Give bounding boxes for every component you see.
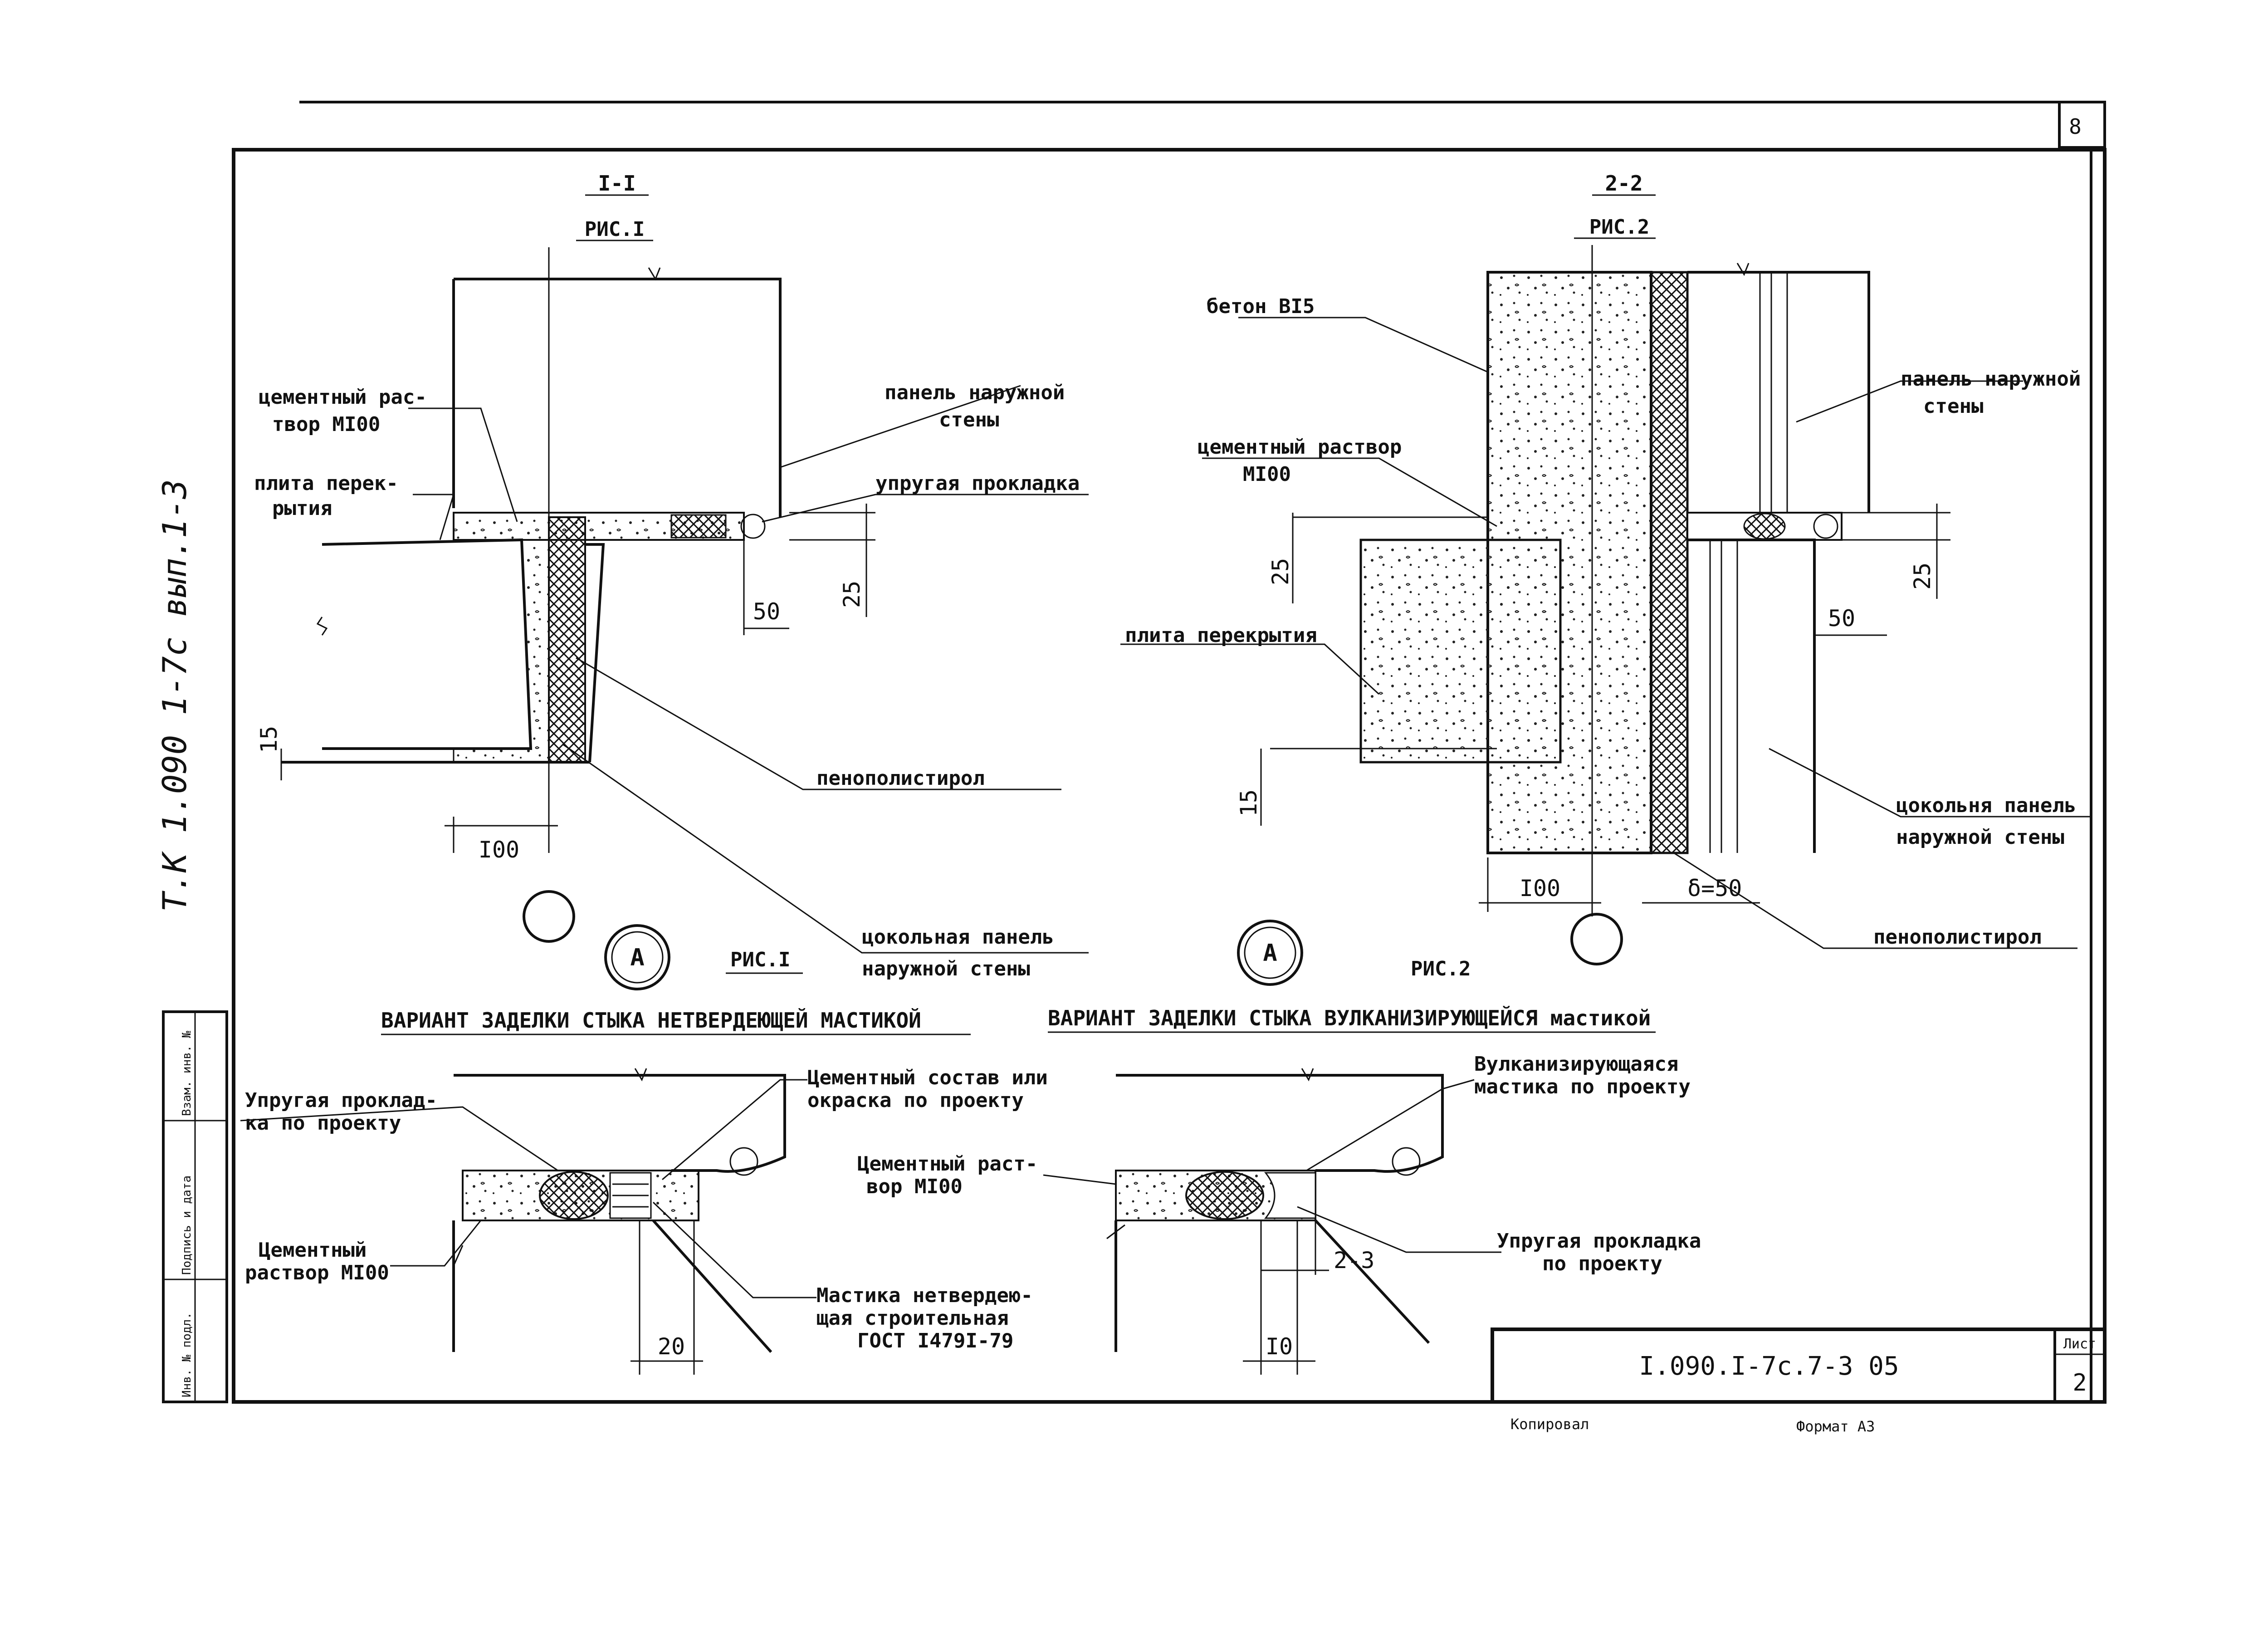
- fig1-callout-ref: РИС.I: [730, 948, 790, 971]
- fig1-callout-letter: А: [630, 944, 644, 971]
- detail2: ВАРИАНТ ЗАДЕЛКИ СТЫКА ВУЛКАНИЗИРУЮЩЕЙСЯ …: [857, 1006, 1701, 1375]
- fig2-callout: А РИС.2: [1237, 920, 1471, 986]
- fig1-label-floor-slab-1: плита перек-: [254, 472, 398, 495]
- fig1-fig-ref: РИС.I: [585, 218, 645, 241]
- detail1-label-mortar-1: Цементный: [259, 1239, 367, 1262]
- fig1-label-foam: пенополистирол: [816, 767, 985, 790]
- sheet-top-number: 8: [2069, 114, 2082, 139]
- fig2-callout-letter: А: [1263, 940, 1277, 967]
- detail1-label-mastic-1: Мастика нетвердею-: [816, 1284, 1033, 1307]
- fig2-label-outer-panel-1: панель наружной: [1901, 367, 2081, 391]
- fig2-section: 2-2 РИС.2 25 25 5: [1120, 171, 2091, 965]
- detail1-label-gasket-2: ка по проекту: [245, 1112, 401, 1135]
- detail2-label-gasket-2: по проекту: [1542, 1252, 1662, 1275]
- fig1-section: I-I РИС.I 50 25 15: [254, 171, 1089, 980]
- left-strip-labels: Инв. № подл. Подпись и дата Взам. инв. №: [180, 1031, 194, 1397]
- fig2-dim-25b: 25: [1909, 563, 1936, 590]
- strip-label-inv: Инв. № подл.: [180, 1312, 194, 1397]
- fig1-label-outer-panel-2: стены: [939, 408, 999, 431]
- detail1-label-mastic-3: ГОСТ I479I-79: [857, 1329, 1013, 1352]
- fig1-dim-25: 25: [839, 581, 865, 608]
- fig2-dim-25a: 25: [1267, 558, 1294, 585]
- detail1-label-cement-comp-2: окраска по проекту: [807, 1089, 1024, 1112]
- fig2-label-concrete: бетон BI5: [1207, 295, 1315, 318]
- fig1-label-plinth-panel-1: цокольная панель: [862, 926, 1054, 949]
- fig1-label-cement-mortar-2: твор МI00: [272, 413, 380, 436]
- format-label: Формат А3: [1796, 1418, 1875, 1435]
- detail1-title: ВАРИАНТ ЗАДЕЛКИ СТЫКА НЕТВЕРДЕЮЩЕЙ МАСТИ…: [381, 1008, 921, 1033]
- detail1-label-gasket-1: Упругая проклад-: [245, 1089, 437, 1112]
- detail1-dim-20: 20: [658, 1333, 685, 1360]
- detail2-dim-23: 2-3: [1334, 1247, 1374, 1274]
- sheet-frame: [162, 101, 2107, 1404]
- fig1-section-title: I-I: [598, 171, 635, 196]
- detail2-label-mortar-1: Цементный раст-: [857, 1152, 1037, 1176]
- detail2-dim-10: I0: [1266, 1333, 1293, 1360]
- detail1: ВАРИАНТ ЗАДЕЛКИ СТЫКА НЕТВЕРДЕЮЩЕЙ МАСТИ…: [240, 1008, 1048, 1375]
- stamp-designation: I.090.I-7с.7-3 05: [1639, 1352, 1899, 1381]
- fig1-dim-15: 15: [256, 726, 282, 753]
- strip-label-replace: Взам. инв. №: [180, 1031, 194, 1116]
- detail1-label-cement-comp-1: Цементный состав или: [807, 1066, 1048, 1089]
- fig1-dim-100: I00: [479, 837, 519, 863]
- fig2-label-outer-panel-2: стены: [1923, 395, 1983, 418]
- fig2-label-plinth-panel-2: наружной стены: [1896, 826, 2064, 849]
- detail2-label-vulc-2: мастика по проекту: [1474, 1075, 1691, 1098]
- side-inscription: Т.К 1.090 1-7с вып.1-3: [156, 479, 194, 912]
- fig2-callout-ref: РИС.2: [1411, 957, 1471, 980]
- copy-label: Копировал: [1510, 1416, 1589, 1433]
- detail2-title: ВАРИАНТ ЗАДЕЛКИ СТЫКА ВУЛКАНИЗИРУЮЩЕЙСЯ …: [1048, 1006, 1651, 1030]
- detail1-label-mortar-2: раствор МI00: [245, 1261, 389, 1284]
- fig1-label-gasket: упругая прокладка: [875, 472, 1080, 495]
- detail1-label-mastic-2: щая строительная: [816, 1307, 1009, 1330]
- fig1-callout: А РИС.I: [604, 924, 803, 990]
- fig1-dim-50: 50: [753, 598, 780, 625]
- fig1-label-cement-mortar-1: цементный рас-: [259, 386, 427, 409]
- fig2-fig-ref: РИС.2: [1589, 216, 1649, 239]
- fig2-label-cement-mortar-1: цементный раствор: [1198, 436, 1402, 459]
- fig2-label-foam: пенополистирол: [1873, 926, 2042, 949]
- fig2-label-cement-mortar-2: MI00: [1243, 463, 1291, 486]
- fig2-section-title: 2-2: [1605, 171, 1642, 196]
- fig2-label-floor-slab: плита перекрытия: [1125, 624, 1317, 647]
- strip-label-sign: Подпись и дата: [180, 1176, 194, 1275]
- fig2-label-plinth-panel-1: цокольня панель: [1896, 794, 2076, 817]
- fig1-label-plinth-panel-2: наружной стены: [862, 957, 1030, 980]
- stamp-list-label: Лист: [2063, 1336, 2096, 1352]
- fig2-dim-50: 50: [1828, 605, 1855, 632]
- stamp-list-number: 2: [2072, 1369, 2087, 1396]
- detail2-label-vulc-1: Вулканизирующаяся: [1474, 1053, 1678, 1076]
- detail2-label-gasket-1: Упругая прокладка: [1497, 1230, 1701, 1253]
- fig2-dim-15: 15: [1236, 789, 1262, 817]
- fig1-label-floor-slab-2: рытия: [272, 497, 332, 520]
- fig1-label-outer-panel-1: панель наружной: [885, 381, 1065, 404]
- detail2-label-mortar-2: вор МI00: [866, 1175, 963, 1198]
- fig2-dim-100: I00: [1520, 875, 1560, 901]
